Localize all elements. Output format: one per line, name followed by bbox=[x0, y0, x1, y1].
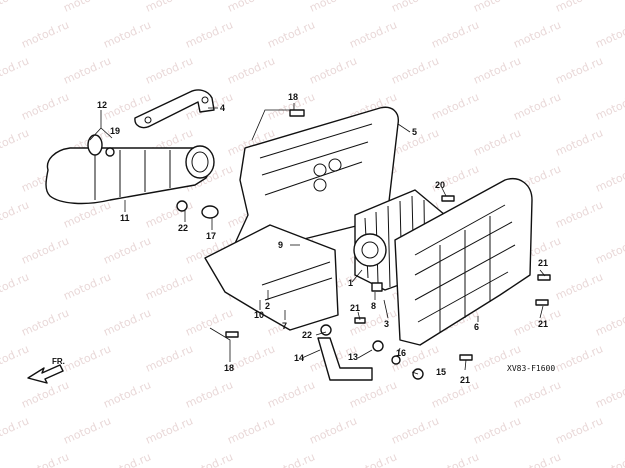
callout-16: 16 bbox=[396, 348, 406, 358]
callout-22-mid: 22 bbox=[302, 330, 312, 340]
air-cleaner-cover bbox=[394, 178, 533, 346]
callout-13: 13 bbox=[348, 352, 358, 362]
callout-21-mid: 21 bbox=[350, 303, 360, 313]
callout-20: 20 bbox=[435, 180, 445, 190]
fasteners bbox=[105, 109, 551, 380]
callout-14: 14 bbox=[294, 353, 304, 363]
callout-6: 6 bbox=[474, 322, 479, 332]
callout-12: 12 bbox=[97, 100, 107, 110]
callout-1: 1 bbox=[348, 278, 353, 288]
diagram-code: XV83-F1600 bbox=[507, 364, 555, 373]
callout-21-right-top: 21 bbox=[538, 258, 548, 268]
callout-3: 3 bbox=[384, 319, 389, 329]
callout-19: 19 bbox=[110, 126, 120, 136]
callout-15: 15 bbox=[436, 367, 446, 377]
callout-4: 4 bbox=[220, 103, 225, 113]
callout-11: 11 bbox=[120, 213, 130, 223]
callout-8: 8 bbox=[371, 301, 376, 311]
front-direction-arrow bbox=[27, 364, 64, 384]
mounting-bracket bbox=[134, 89, 215, 129]
callout-7: 7 bbox=[282, 321, 287, 331]
callout-18-bottom: 18 bbox=[224, 363, 234, 373]
callout-labels: 12 19 4 18 5 1 11 22 17 9 2 10 7 8 3 20 … bbox=[52, 92, 555, 385]
callout-5: 5 bbox=[412, 127, 417, 137]
callout-17: 17 bbox=[206, 231, 216, 241]
callout-10: 10 bbox=[254, 310, 264, 320]
direction-label: FR. bbox=[52, 357, 65, 366]
callout-2: 2 bbox=[265, 301, 270, 311]
drain-tube bbox=[317, 337, 373, 381]
intake-tube bbox=[45, 145, 215, 205]
callout-22-left: 22 bbox=[178, 223, 188, 233]
leader-lines bbox=[89, 103, 546, 375]
callout-18-top: 18 bbox=[288, 92, 298, 102]
hose-clamp bbox=[87, 134, 219, 219]
callout-21-bottom: 21 bbox=[460, 375, 470, 385]
callout-9: 9 bbox=[278, 240, 283, 250]
case-side-section bbox=[204, 224, 339, 331]
callout-21-right: 21 bbox=[538, 319, 548, 329]
